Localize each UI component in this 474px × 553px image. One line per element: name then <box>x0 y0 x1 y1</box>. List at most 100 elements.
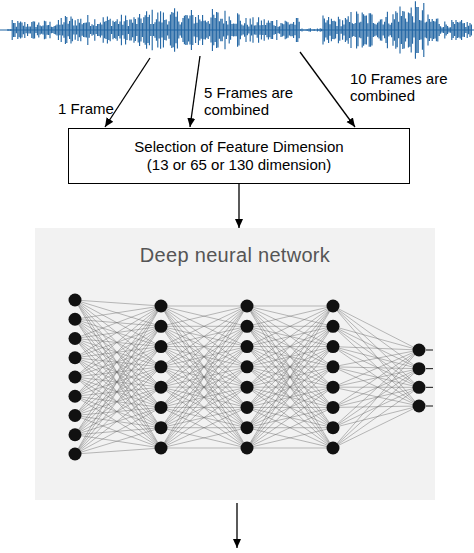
network-link <box>247 407 333 448</box>
network-link <box>161 326 247 448</box>
network-link <box>75 428 161 435</box>
network-link <box>333 347 419 350</box>
neuron <box>327 442 340 455</box>
frame-arrow <box>190 56 200 127</box>
network-link <box>75 326 161 377</box>
network-link <box>161 306 247 448</box>
network-link <box>247 306 333 387</box>
output-tick <box>426 406 433 407</box>
flow-arrow <box>238 184 239 228</box>
network-link <box>333 347 419 388</box>
neuron <box>413 381 426 394</box>
network-panel: Deep neural network <box>35 228 435 500</box>
network-link <box>333 406 419 448</box>
network-link <box>333 367 419 387</box>
neuron <box>69 351 82 364</box>
network-link <box>333 326 419 406</box>
network-link <box>75 367 161 435</box>
network-link <box>333 350 419 428</box>
network-link <box>75 396 161 448</box>
neuron <box>241 340 254 353</box>
network-link <box>333 367 419 406</box>
network-link <box>161 367 247 448</box>
network-link <box>247 306 333 347</box>
neuron <box>241 421 254 434</box>
network-link <box>161 387 247 448</box>
network-link <box>75 387 161 435</box>
network-link <box>75 428 161 454</box>
network-link <box>75 347 161 358</box>
neuron <box>69 390 82 403</box>
network-link <box>247 306 333 407</box>
neuron <box>69 313 82 326</box>
network-link <box>247 306 333 448</box>
network-link <box>333 306 419 406</box>
network-link <box>75 358 161 428</box>
neuron <box>155 360 168 373</box>
network-link <box>333 306 419 369</box>
network-link <box>333 387 419 407</box>
neuron <box>241 300 254 313</box>
network-link <box>333 306 419 387</box>
network-link <box>75 347 161 435</box>
frame-label: 10 Frames are combined <box>350 70 465 104</box>
neuron <box>69 448 82 461</box>
neuron <box>327 320 340 333</box>
network-link <box>247 306 333 448</box>
network-link <box>247 367 333 448</box>
network-link <box>161 407 247 448</box>
output-tick <box>426 387 433 388</box>
network-link <box>333 326 419 368</box>
neuron <box>413 400 426 413</box>
neuron <box>241 381 254 394</box>
network-link <box>75 367 161 454</box>
network-link <box>161 387 247 448</box>
network-link <box>161 448 247 449</box>
network-link <box>75 306 161 416</box>
neuron <box>327 360 340 373</box>
network-link <box>247 387 333 448</box>
neuron <box>69 294 82 307</box>
network-link <box>161 306 247 367</box>
neuron <box>241 442 254 455</box>
box-text: Selection of Feature Dimension (13 or 65… <box>123 138 355 174</box>
neuron <box>69 409 82 422</box>
network-link <box>75 300 161 428</box>
process-box: Selection of Feature Dimension (13 or 65… <box>68 128 410 184</box>
network-link <box>247 306 333 407</box>
network-link <box>75 306 161 396</box>
neuron <box>327 340 340 353</box>
network-link <box>75 347 161 454</box>
network-link <box>161 306 247 387</box>
output-arrow <box>236 503 237 548</box>
network-link <box>75 387 161 396</box>
network-link <box>75 326 161 434</box>
neuron <box>155 381 168 394</box>
network-link <box>75 435 161 448</box>
network-link <box>75 306 161 319</box>
network-link <box>247 347 333 448</box>
network-link <box>247 306 333 367</box>
network-link <box>333 387 419 388</box>
network-link <box>333 347 419 369</box>
neuron <box>413 362 426 375</box>
network-link <box>247 306 333 428</box>
network-link <box>75 367 161 396</box>
network-link <box>247 387 333 448</box>
network-link <box>247 428 333 448</box>
neuron <box>155 300 168 313</box>
network-link <box>161 306 247 326</box>
network-link <box>247 306 333 428</box>
neuron <box>241 320 254 333</box>
frame-arrow <box>300 52 355 127</box>
network-link <box>333 347 419 406</box>
network-link <box>75 300 161 448</box>
neuron <box>327 381 340 394</box>
network-link <box>247 306 333 387</box>
network-link <box>333 350 419 448</box>
network-link <box>161 367 247 448</box>
network-link <box>75 448 161 454</box>
network-link <box>161 306 247 448</box>
network-link <box>247 367 333 448</box>
network-link <box>247 448 333 449</box>
